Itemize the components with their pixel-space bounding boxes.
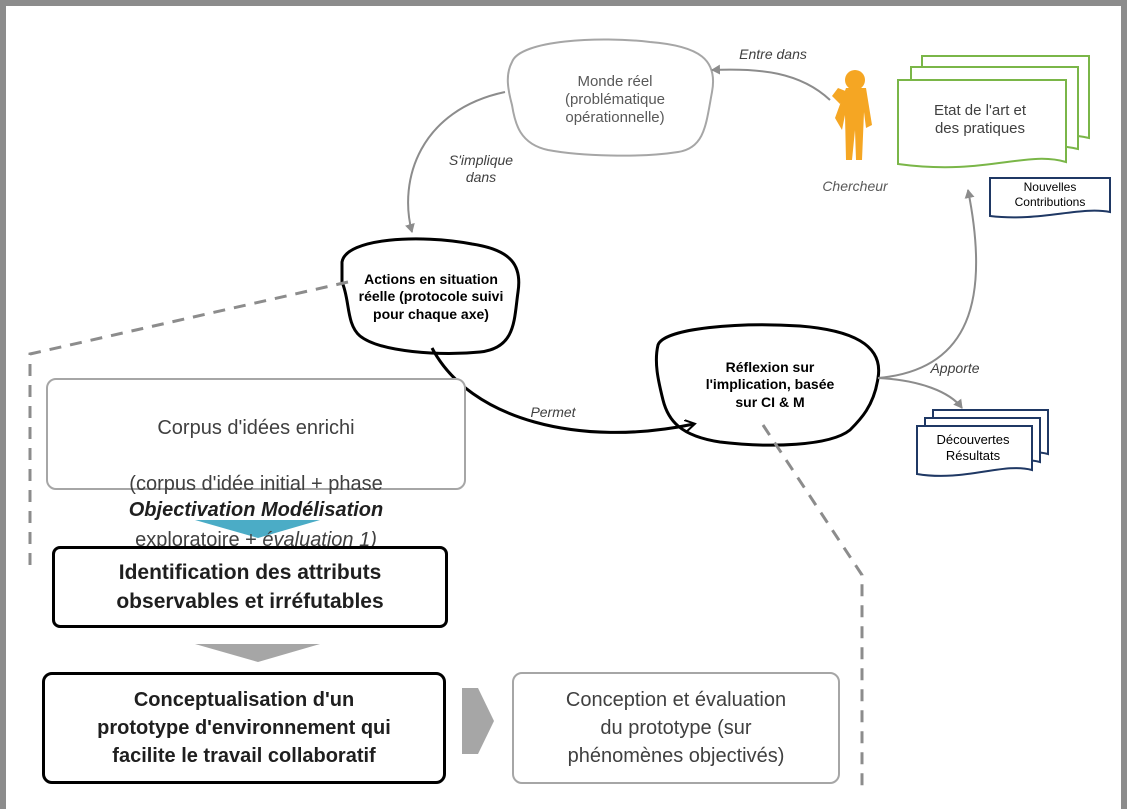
dashed-zoom-right [761, 424, 864, 790]
conception-box: Conception et évaluation du prototype (s… [512, 672, 840, 784]
corpus-box: Corpus d'idées enrichi (corpus d'idée in… [46, 378, 466, 551]
apporte-label: Apporte [930, 360, 980, 377]
corpus-line3a: exploratoire + [135, 529, 263, 551]
corpus-line3: exploratoire + évaluation 1) [48, 526, 464, 554]
objectivation-label: Objectivation Modélisation [128, 498, 384, 521]
corpus-line2: (corpus d'idée initial + phase [129, 473, 383, 495]
s-implique-label: S'implique dans [448, 151, 514, 185]
conceptualisation-box: Conceptualisation d'un prototype d'envir… [42, 672, 446, 784]
actions-label: Actions en situation réelle (protocole s… [358, 271, 504, 322]
monde-reel-label: Monde réel (problématique opérationnelle… [564, 72, 666, 127]
monde-reel-shape [506, 38, 715, 157]
entre-dans-label: Entre dans [739, 46, 807, 63]
edge-apporte-down [877, 377, 963, 409]
etat-art-docs [897, 55, 1090, 169]
reflexion-shape [654, 323, 881, 447]
edge-s-implique [405, 91, 506, 233]
reflexion-label: Réflexion sur l'implication, basée sur C… [705, 359, 835, 410]
corpus-line3b: évaluation 1) [262, 529, 377, 551]
edge-permet [430, 347, 694, 434]
identification-box: Identification des attributs observables… [52, 546, 448, 628]
researcher-icon [832, 70, 872, 160]
teal-down-arrow [195, 520, 320, 538]
nouvelles-doc [989, 177, 1111, 219]
gray-down-arrow [195, 644, 320, 662]
decouvertes-label: Découvertes Résultats [936, 432, 1010, 463]
decouvertes-docs [916, 409, 1049, 477]
dashed-zoom-left [28, 280, 349, 572]
etat-art-label: Etat de l'art et des pratiques [933, 101, 1027, 137]
corpus-line1: Corpus d'idées enrichi [157, 417, 355, 439]
actions-shape [340, 237, 521, 355]
edge-apporte-up [877, 189, 978, 379]
gray-right-arrow [462, 688, 494, 754]
nouvelles-label: Nouvelles Contributions [1014, 180, 1086, 209]
edge-entre-dans [711, 64, 831, 101]
chercheur-label: Chercheur [822, 178, 888, 195]
permet-label: Permet [530, 404, 576, 421]
